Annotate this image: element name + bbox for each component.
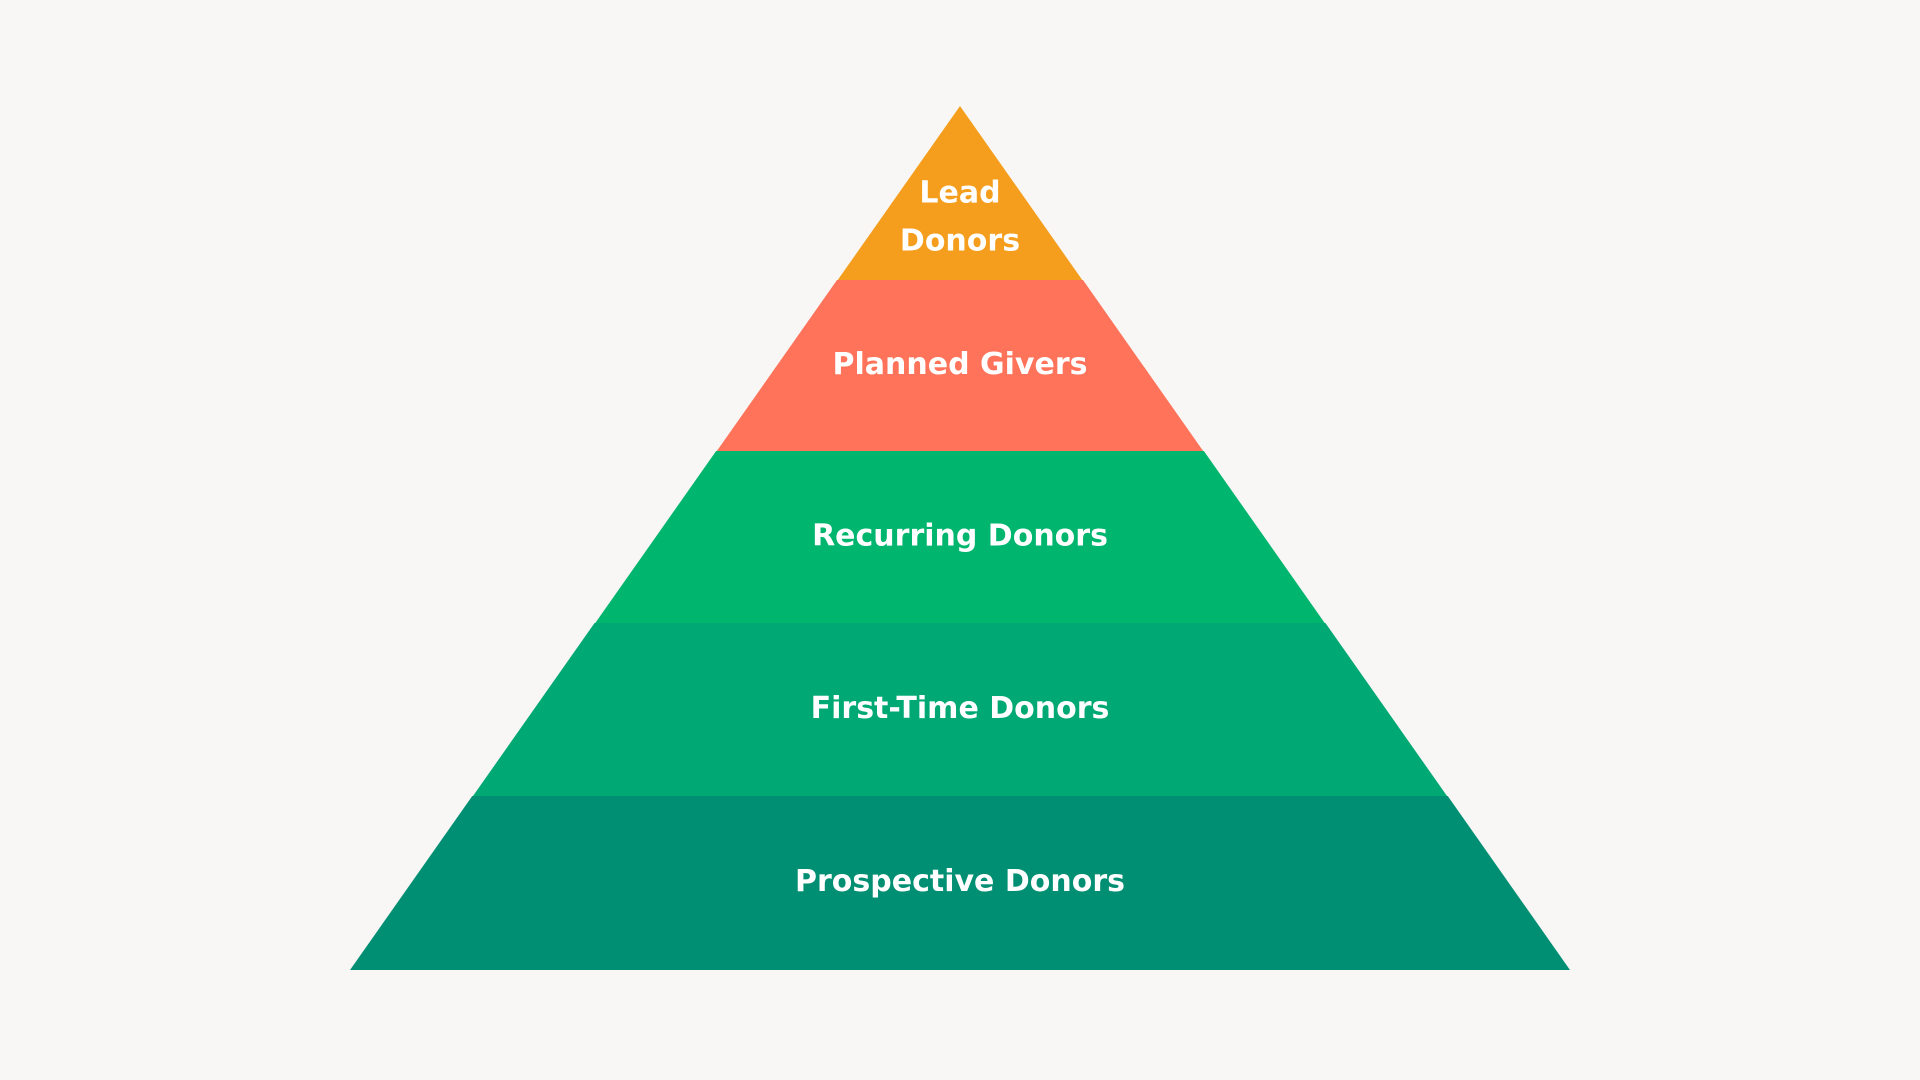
pyramid-tier-planned-givers: Planned Givers bbox=[716, 280, 1204, 452]
tier-label: Prospective Donors bbox=[795, 864, 1125, 899]
tier-label: Lead bbox=[919, 176, 1000, 211]
tier-band bbox=[837, 106, 1083, 281]
tier-band bbox=[716, 280, 1204, 452]
tier-band bbox=[472, 623, 1448, 797]
pyramid-tier-recurring-donors: Recurring Donors bbox=[594, 451, 1326, 624]
tier-band bbox=[350, 796, 1570, 970]
pyramid-tier-prospective-donors: Prospective Donors bbox=[350, 796, 1570, 970]
tier-band bbox=[594, 451, 1326, 624]
tier-label: Planned Givers bbox=[833, 347, 1088, 382]
tier-label: Donors bbox=[900, 224, 1020, 259]
tier-label: First-Time Donors bbox=[811, 691, 1110, 726]
pyramid-tier-first-time-donors: First-Time Donors bbox=[472, 623, 1448, 797]
tier-label: Recurring Donors bbox=[812, 519, 1108, 554]
